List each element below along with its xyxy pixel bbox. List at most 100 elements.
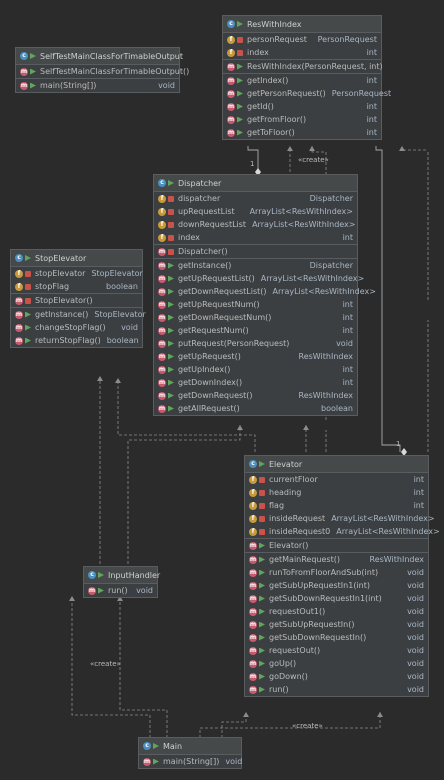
method-icon: m xyxy=(249,633,257,642)
public-visibility-icon xyxy=(168,275,174,282)
method-icon: m xyxy=(249,541,257,550)
method-name: getDownIndex() xyxy=(178,378,243,387)
method-icon: m xyxy=(249,555,257,564)
method-icon: m xyxy=(20,81,28,90)
method-name: getUpRequest() xyxy=(178,352,241,361)
method-icon: m xyxy=(15,310,23,319)
class-title: Main xyxy=(163,741,183,751)
public-visibility-icon xyxy=(168,262,174,269)
arrowhead-main-stopelevator xyxy=(117,596,123,601)
method-icon: m xyxy=(158,404,166,413)
method-name: getMainRequest() xyxy=(269,555,340,564)
method-name: returnStopFlag() xyxy=(35,336,101,345)
public-visibility-icon xyxy=(25,255,31,261)
method-type: void xyxy=(407,672,424,681)
method-type: int xyxy=(342,300,353,309)
method-type: void xyxy=(158,81,175,90)
field-type: ArrayList<ResWithIndex> xyxy=(249,207,353,216)
method-name: ResWithIndex(PersonRequest, int) xyxy=(247,62,383,71)
method-name: changeStopFlag() xyxy=(35,323,106,332)
method-name: getUpRequestNum() xyxy=(178,300,260,309)
class-title: InputHandler xyxy=(108,570,161,580)
method-name: SelfTestMainClassForTimableOutput() xyxy=(40,67,190,76)
method-name: getSubUpRequestIn() xyxy=(269,620,355,629)
method-type: int xyxy=(342,326,353,335)
method-name: requestOut() xyxy=(269,646,321,655)
edge-main-create-inputhandler xyxy=(71,596,151,738)
field-type: PersonRequest xyxy=(317,35,377,44)
method-type: void xyxy=(407,659,424,668)
method-type: int xyxy=(366,115,377,124)
